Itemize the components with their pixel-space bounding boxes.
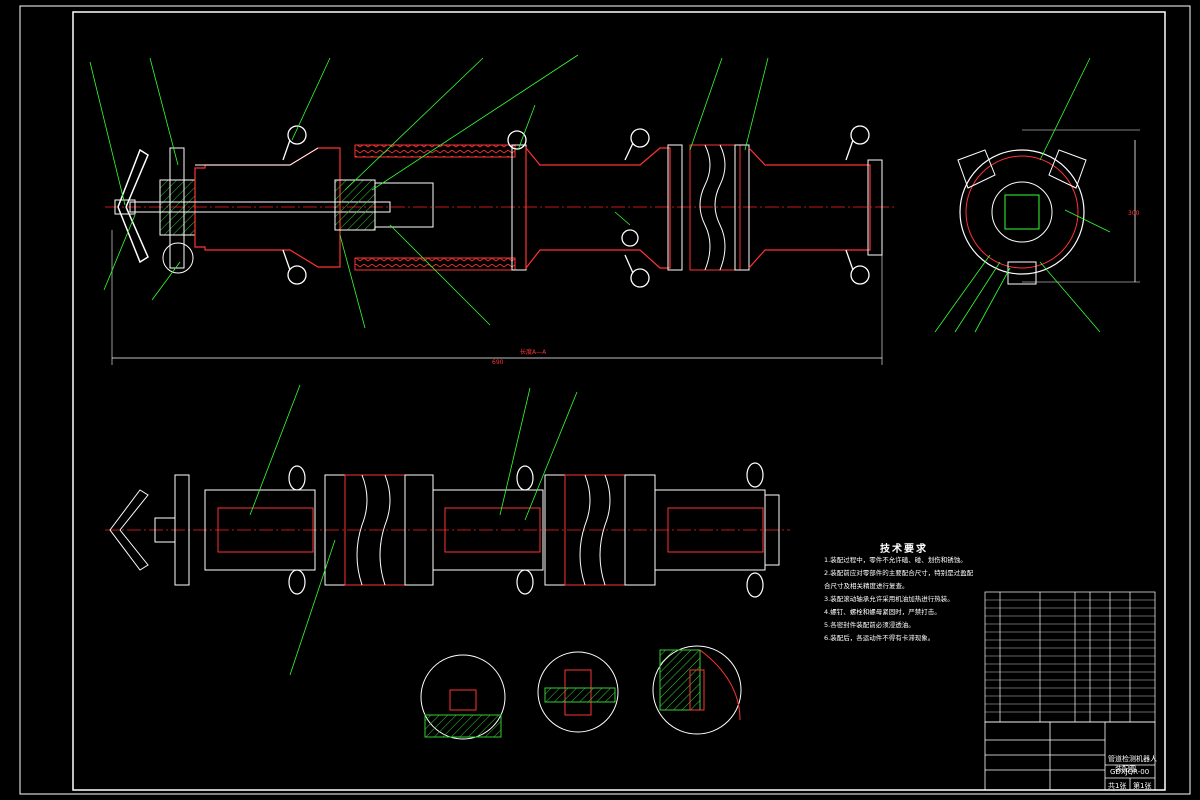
tech-requirement-item: 1.装配过程中，零件不允许磕、碰、划伤和锈蚀。 [824, 556, 967, 564]
inner-border [72, 11, 1166, 791]
tech-requirement-item: 5.各密封件装配前必须浸透油。 [824, 621, 915, 629]
outer-border [19, 5, 1191, 795]
tech-requirements-list: 1.装配过程中，零件不允许磕、碰、划伤和锈蚀。 2.装配前应对零部件的主要配合尺… [824, 554, 974, 645]
length-dimension-label: 长度A—A [520, 348, 547, 356]
title-block-name-line1: 管道检测机器人 [1108, 755, 1157, 763]
tech-requirement-item: 2.装配前应对零部件的主要配合尺寸，特别是过盈配合尺寸及相关精度进行复查。 [824, 569, 974, 590]
tech-requirements-title: 技术要求 [880, 544, 928, 555]
title-block-drawing-no: GDXJQR-00 [1110, 768, 1150, 776]
title-block-sheets: 共1张 [1108, 782, 1127, 790]
plan-view [105, 384, 790, 676]
title-block-sheet: 第1张 [1133, 782, 1152, 790]
tech-requirement-item: 6.装配后，各运动件不得有卡滞现象。 [824, 634, 935, 642]
length-dimension-value: 690 [492, 359, 504, 366]
detail-views [420, 645, 742, 740]
parts-list-table [984, 591, 1156, 723]
side-height-value: 300 [1128, 210, 1140, 217]
main-section-view: 长度A—A 690 [89, 54, 895, 366]
title-block-name-line2: 装配图 [1115, 765, 1136, 773]
side-view: 300 [934, 57, 1140, 333]
tech-requirement-item: 3.装配滚动轴承允许采用机油加热进行热装。 [824, 595, 954, 603]
tech-requirement-item: 4.螺钉、螺栓和螺母紧固时，严禁打击。 [824, 608, 941, 616]
title-block [984, 721, 1156, 791]
parts-list-rows [985, 599, 1155, 713]
